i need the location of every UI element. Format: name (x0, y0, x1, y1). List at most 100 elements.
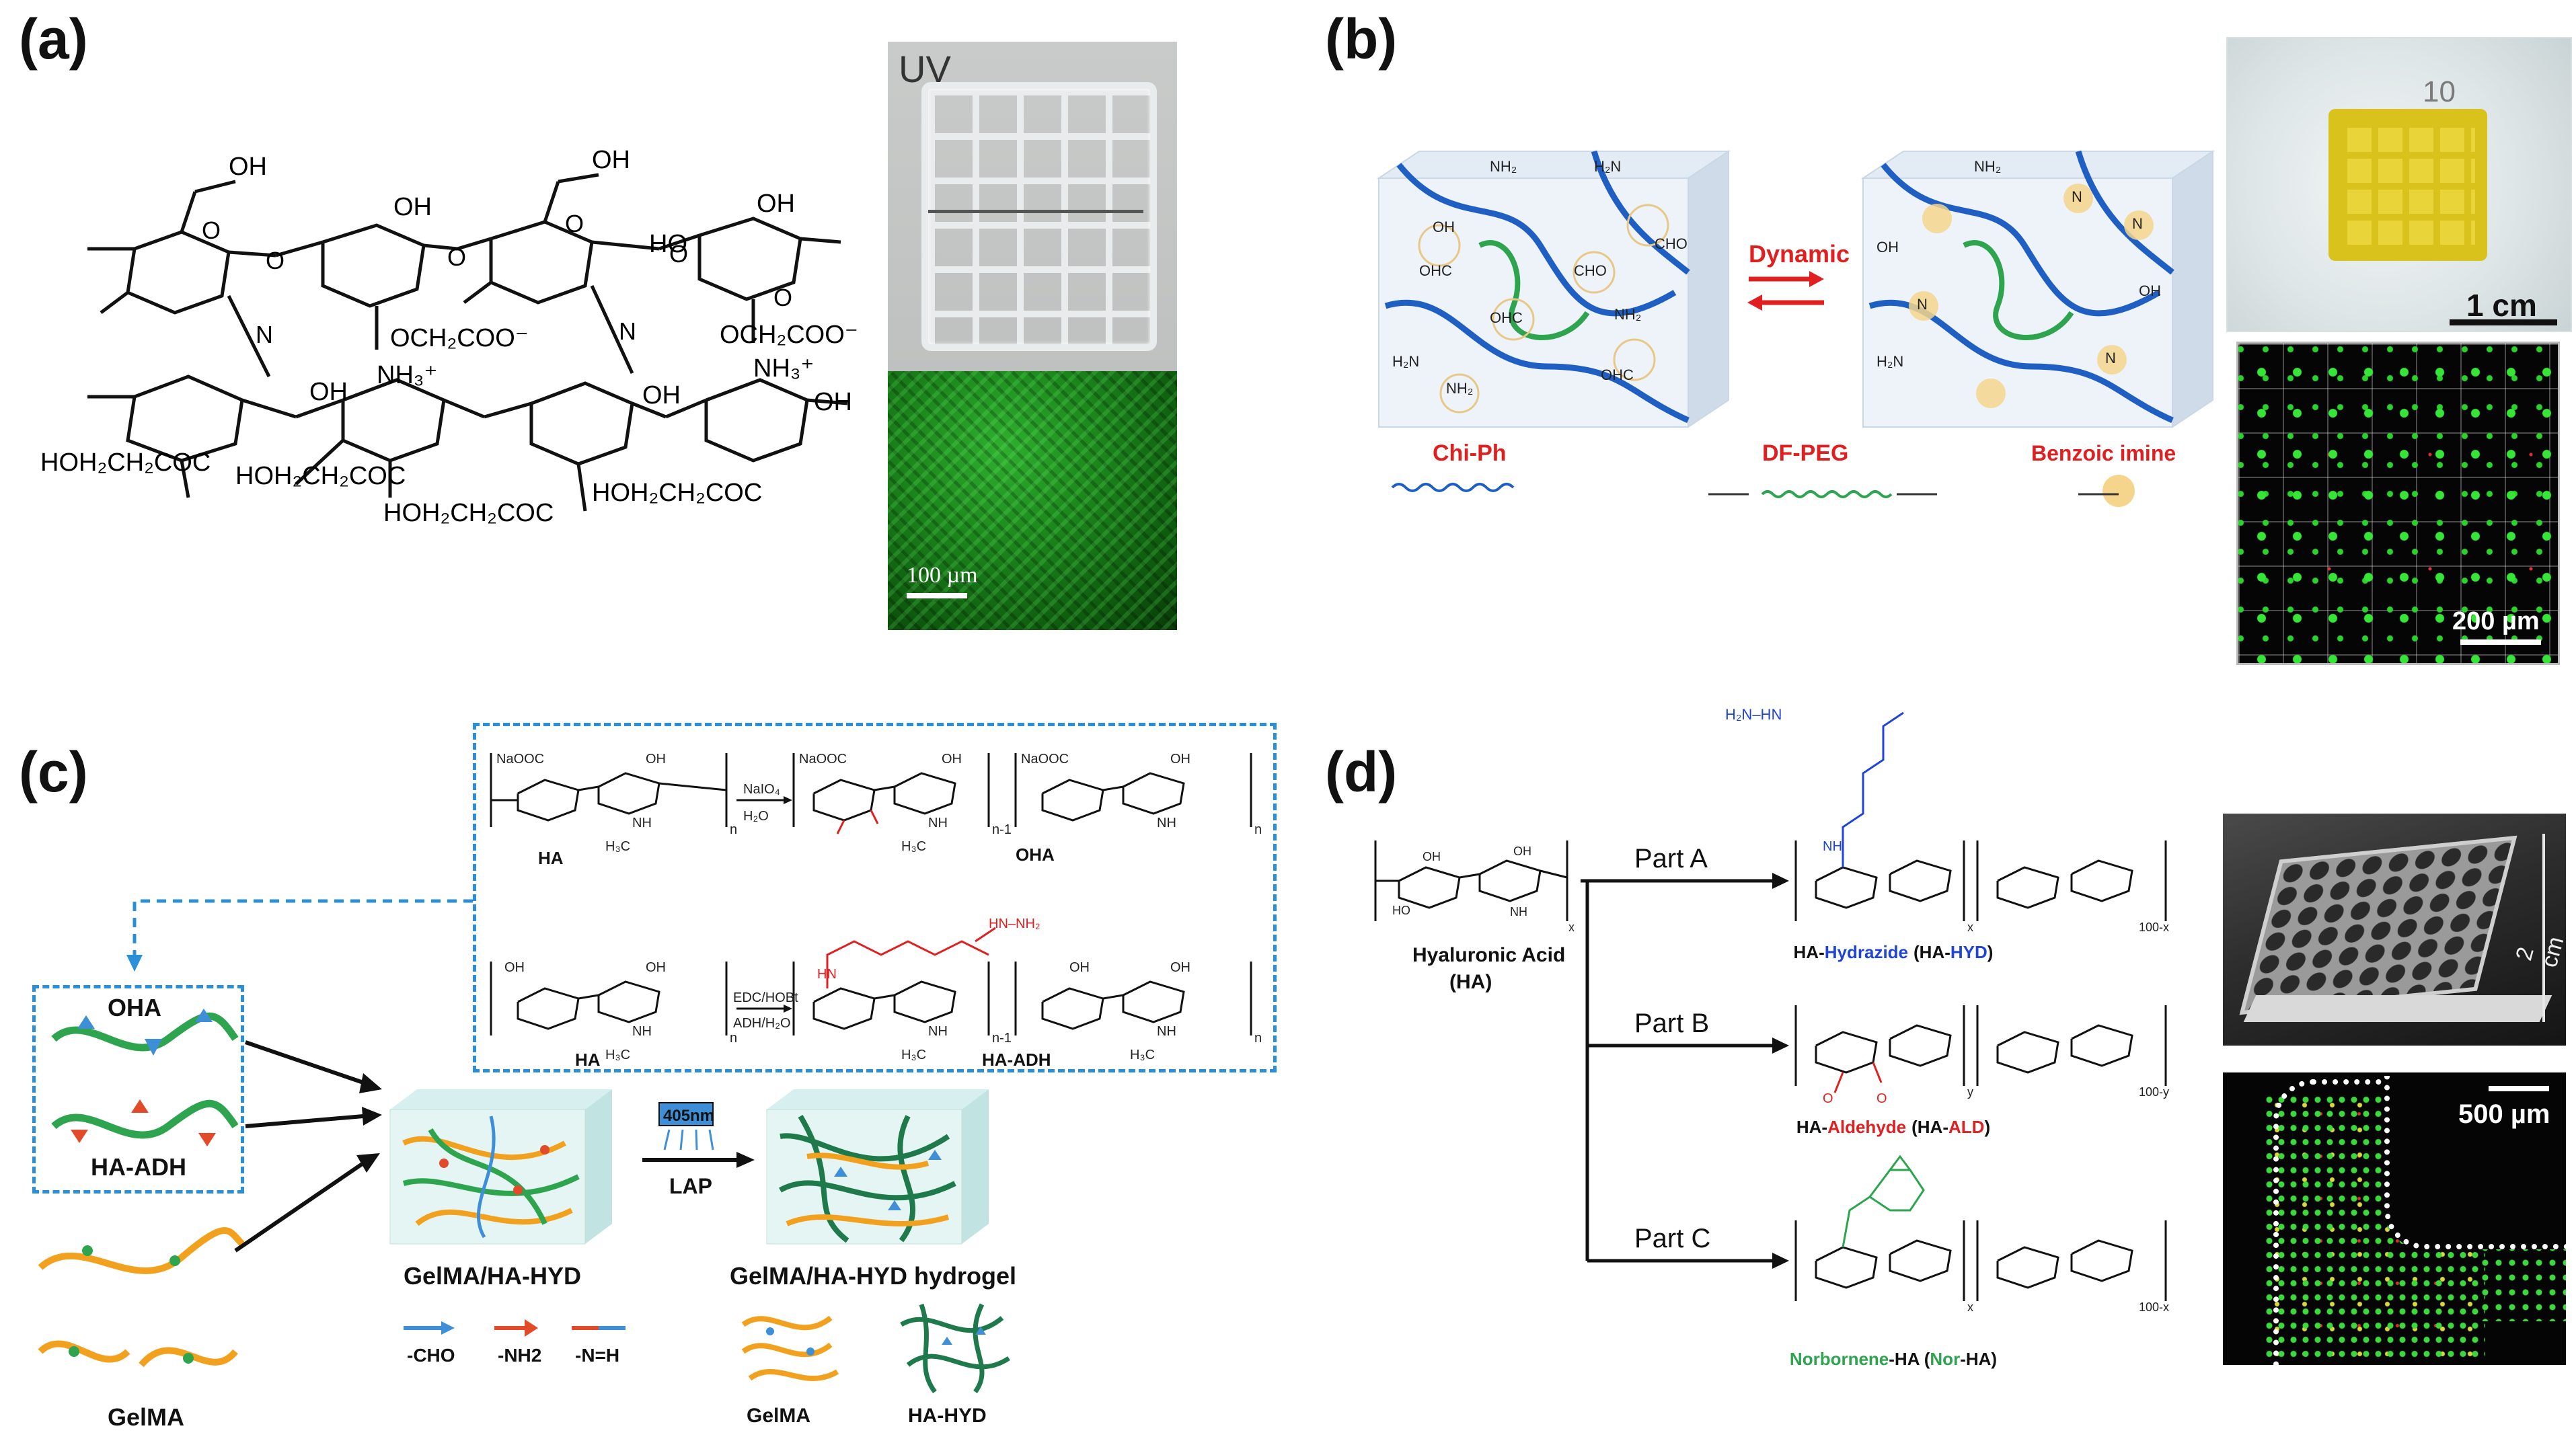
label-nh2-c: NH₂ (1446, 380, 1473, 397)
ring-oxygen-6: O (773, 284, 792, 311)
label-ohc-a: OHC (1419, 262, 1452, 279)
scheme-h3c-3: H₃C (605, 1048, 630, 1062)
scheme-oh-1: OH (646, 752, 666, 767)
label-nh3-2: NH₃⁺ (753, 354, 814, 383)
scale-500um-label: 500 µm (2458, 1099, 2550, 1129)
label-oh-b: OH (1877, 239, 1899, 256)
label-hoh2ch2coc-3: HOH₂CH₂COC (383, 499, 554, 527)
panel-d-scaffold-photo: 2 cm (2223, 814, 2566, 1046)
legend-nh2: -NH2 (498, 1345, 541, 1366)
scheme-n-2: n (1254, 822, 1262, 837)
scheme-oh-6: OH (1069, 960, 1090, 975)
caption-aldehyde: HA-Aldehyde(HA-ALD) (1796, 1117, 1990, 1137)
label-nh2-b: NH₂ (1614, 306, 1641, 323)
part-b-label: Part B (1634, 1009, 1709, 1038)
gelma-label: GelMA (108, 1403, 184, 1431)
label-h2n-b: H₂N (1392, 353, 1419, 370)
printed-grid-pattern (921, 82, 1157, 351)
scheme-n-3: n (730, 1031, 737, 1046)
scheme-oha-label: OHA (1016, 845, 1055, 865)
d-c-sub-x: x (1967, 1300, 1973, 1314)
d-a-sub-100x: 100-x (2139, 921, 2169, 934)
scheme-oh-2: OH (942, 752, 962, 767)
d-c-sub-100x: 100-x (2139, 1300, 2169, 1314)
chi-ph-label: Chi-Ph (1433, 440, 1507, 466)
d-b-sub-y: y (1967, 1085, 1973, 1099)
panel-label-d: (d) (1325, 740, 1398, 804)
scale-2cm-label: 2 cm (2511, 934, 2566, 970)
imine-n-1: N (256, 321, 273, 348)
panel-d-scheme: OH OH HO NH x Hyaluronic Acid (HA) Part … (1374, 706, 2169, 1369)
scheme-naooc-1: NaOOC (496, 752, 544, 767)
scheme-n-4: n (1254, 1031, 1262, 1046)
d-ha-nh-1: NH (1510, 905, 1527, 918)
label-oh-c: OH (2139, 282, 2161, 299)
label-hoh2ch2coc-2: HOH₂CH₂COC (235, 462, 406, 490)
scaffold-lattice (2239, 835, 2517, 1015)
ring-oxygen-3: O (447, 243, 466, 271)
scale-bar-200um (2460, 639, 2541, 645)
label-cho-a: CHO (1574, 262, 1607, 279)
mix-label: GelMA/HA-HYD (404, 1262, 581, 1290)
scheme-h3c-5: H₃C (1130, 1048, 1155, 1062)
scheme-nh-1: NH (632, 816, 652, 830)
hydrazide-nh: NH (1823, 839, 1842, 854)
scheme-ha2-label: HA (575, 1050, 601, 1069)
panel-label-c: (c) (19, 740, 88, 804)
label-oh-1: OH (229, 153, 267, 181)
scheme-adh: ADH/H₂O (733, 1016, 791, 1031)
panel-label-b: (b) (1325, 7, 1398, 71)
horizontal-line (928, 210, 1143, 213)
scheme-nh-2: NH (928, 816, 948, 830)
label-h2n-c: H₂N (1877, 353, 1903, 370)
part-c-label: Part C (1634, 1224, 1710, 1253)
scheme-naooc-2: NaOOC (799, 752, 847, 767)
scheme-hn-nh2: HN–NH₂ (989, 916, 1040, 931)
legend-cho: -CHO (407, 1345, 455, 1366)
panel-b-printed-scaffold-photo: 10 1 cm (2226, 37, 2572, 332)
hyaluronic-acid-label: Hyaluronic Acid (1412, 944, 1565, 966)
scheme-oh-3: OH (1170, 752, 1190, 767)
panel-d-fluorescence-photo: 500 µm (2223, 1072, 2566, 1365)
ruler-number: 10 (2423, 75, 2456, 108)
scheme-hn: HN (817, 967, 837, 982)
label-nh2-d: NH₂ (1974, 158, 2001, 175)
scheme-edc: EDC/HOBt (733, 990, 798, 1005)
label-oh-7: OH (814, 388, 852, 416)
label-ohc-c: OHC (1601, 366, 1634, 383)
panel-a-uv-print-photo: UV (888, 42, 1177, 371)
scheme-n1-1: n-1 (992, 822, 1012, 837)
ring-oxygen-5: O (669, 240, 688, 268)
d-ha-oh-2: OH (1513, 845, 1531, 858)
legend-nh: -N=H (575, 1345, 619, 1366)
hydrogel-label: GelMA/HA-HYD hydrogel (730, 1262, 1016, 1290)
scale-bar (907, 593, 967, 598)
scheme-naooc-3: NaOOC (1021, 752, 1069, 767)
dotted-inner (2384, 1076, 2566, 1249)
scheme-ha-label: HA (538, 848, 564, 868)
wavelength-label: 405nm (663, 1107, 714, 1125)
scheme-n1-2: n-1 (992, 1031, 1012, 1046)
scheme-h3c-2: H₃C (901, 839, 926, 854)
scale-bar-1cm (2450, 319, 2557, 325)
panel-b-confocal-photo: 200 µm (2236, 342, 2560, 665)
caption-norbornene: Norbornene-HA (Nor-HA) (1790, 1349, 1997, 1369)
scheme-oh-7: OH (1170, 960, 1190, 975)
label-ohc-b: OHC (1490, 309, 1523, 326)
panel-a-fluorescence-photo: 100 µm (888, 371, 1177, 630)
scheme-h3c-1: H₃C (605, 839, 630, 854)
ha-adh-label: HA-ADH (91, 1153, 186, 1181)
scale-bar-200um-label: 200 µm (2452, 607, 2540, 635)
gelma-small-label: GelMA (747, 1405, 810, 1427)
scheme-h2o: H₂O (743, 809, 769, 824)
panel-a-chemical-structure: OH OH OH HO OH O O O O O O N N OCH₂COO⁻ … (40, 146, 858, 527)
scheme-naio4: NaIO₄ (743, 782, 780, 797)
label-h2n-a: H₂N (1594, 158, 1621, 175)
scheme-n-1: n (730, 822, 737, 837)
d-ha-oh-1: OH (1423, 850, 1441, 863)
label-oh-5: OH (309, 378, 348, 406)
label-nh3-1: NH₃⁺ (377, 361, 437, 389)
scheme-nh-5: NH (928, 1024, 948, 1039)
scheme-nh-3: NH (1157, 816, 1176, 830)
label-hoh2ch2coc-1: HOH₂CH₂COC (40, 448, 211, 477)
